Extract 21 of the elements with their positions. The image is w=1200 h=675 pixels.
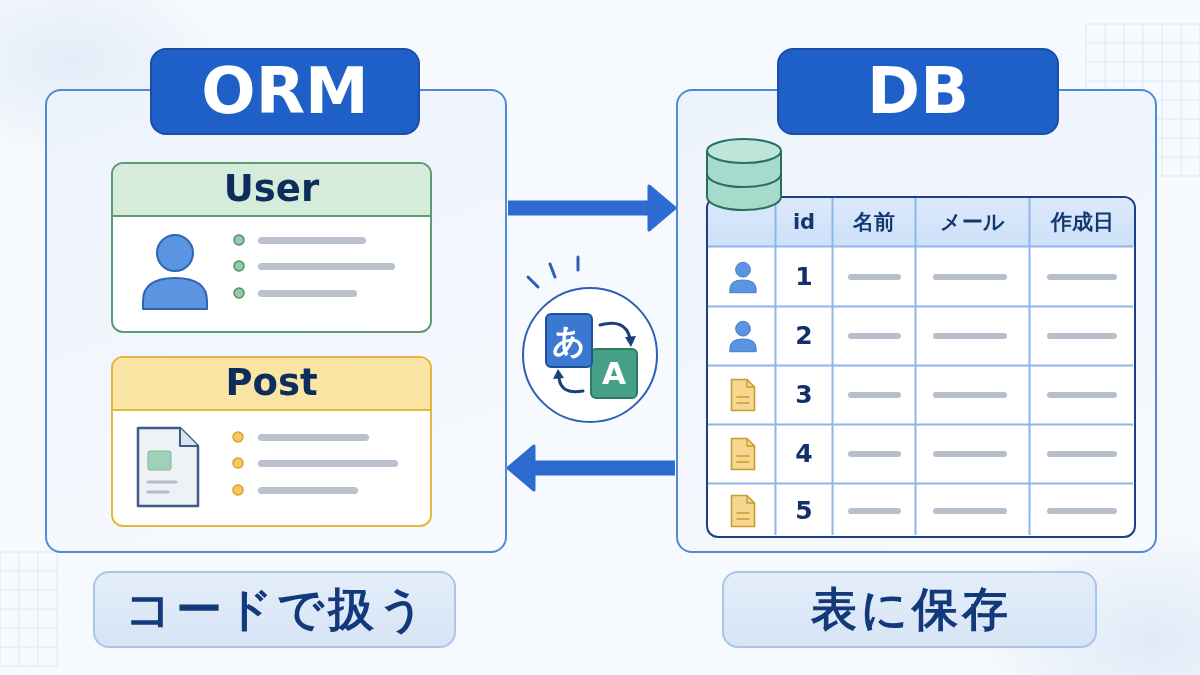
arrow (506, 444, 675, 492)
card-header: Post (113, 358, 430, 411)
class-card (111, 356, 432, 527)
title-tab: DB (777, 48, 1059, 135)
label-box: 表に保存 (722, 571, 1097, 648)
row-number: 3 (795, 380, 813, 410)
column-header: メール (940, 209, 1005, 235)
row-number: 4 (795, 439, 813, 469)
row-number: 2 (795, 321, 813, 351)
column-header: 作成日 (1051, 209, 1114, 235)
column-header: id (792, 209, 816, 235)
row-number: 5 (795, 496, 813, 525)
column-header: 名前 (853, 209, 895, 235)
letter-tile: あ (545, 313, 593, 368)
card-header: User (113, 164, 430, 217)
label-box: コードで扱う (93, 571, 456, 648)
letter-tile: A (590, 348, 638, 399)
title-tab: ORM (150, 48, 420, 135)
arrow (508, 184, 677, 232)
class-card (111, 162, 432, 333)
row-number: 1 (795, 262, 813, 291)
